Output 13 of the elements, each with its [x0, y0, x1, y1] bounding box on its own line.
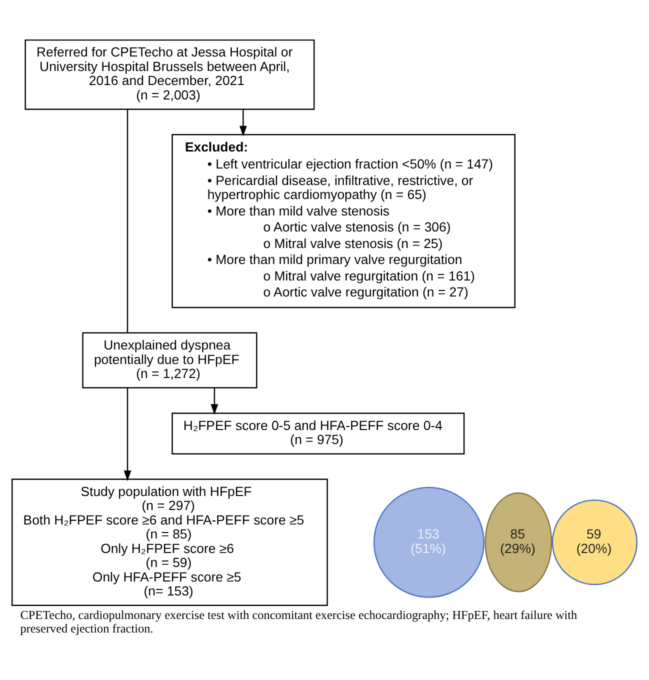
node-circle: 153 (51%)	[373, 486, 484, 598]
connector	[126, 109, 128, 333]
caption: CPETecho, cardiopulmonary exercise test with concomitant exercise echocardiography; HFpEF, heart failure with preserved ejection fraction.	[20, 608, 578, 636]
node-box: Referred for CPETecho at Jessa Hospital or University Hospital Brussels between April, 2016 and December, 2021 (n = 2,003)	[24, 39, 315, 110]
node-box: Unexplained dyspnea potentially due to HFpEF (n = 1,272)	[82, 332, 258, 388]
arrow	[124, 388, 132, 482]
node-ellipse: 85 (29%)	[484, 492, 552, 592]
arrow	[210, 388, 218, 415]
arrow	[239, 109, 247, 136]
node-box: Study population with HFpEF (n = 297) Both H₂FPEF score ≥6 and HFA-PEFF score ≥5 (n = 85) Only H₂FPEF score ≥6 (n = 59) Only HFA-PEFF score ≥5 (n= 153)	[12, 478, 328, 606]
node-box: H₂FPEF score 0-5 and HFA-PEFF score 0-4 (n = 975)	[172, 412, 465, 454]
node-circle: 59 (20%)	[552, 500, 638, 586]
node-box: Excluded: • Left ventricular ejection fraction <50% (n = 147) • Pericardial disease, infiltrative, restrictive, or hypertrophic cardiomyopathy (n = 65) • More than mild valve stenosis o Aortic valve stenosis (n = 306) o Mitral valve stenosis (n = 25) • More than mild primary valve regurgitation o Mitral valve regurgitation (n = 161) o Aortic valve regurgitation (n = 27)	[172, 134, 516, 308]
